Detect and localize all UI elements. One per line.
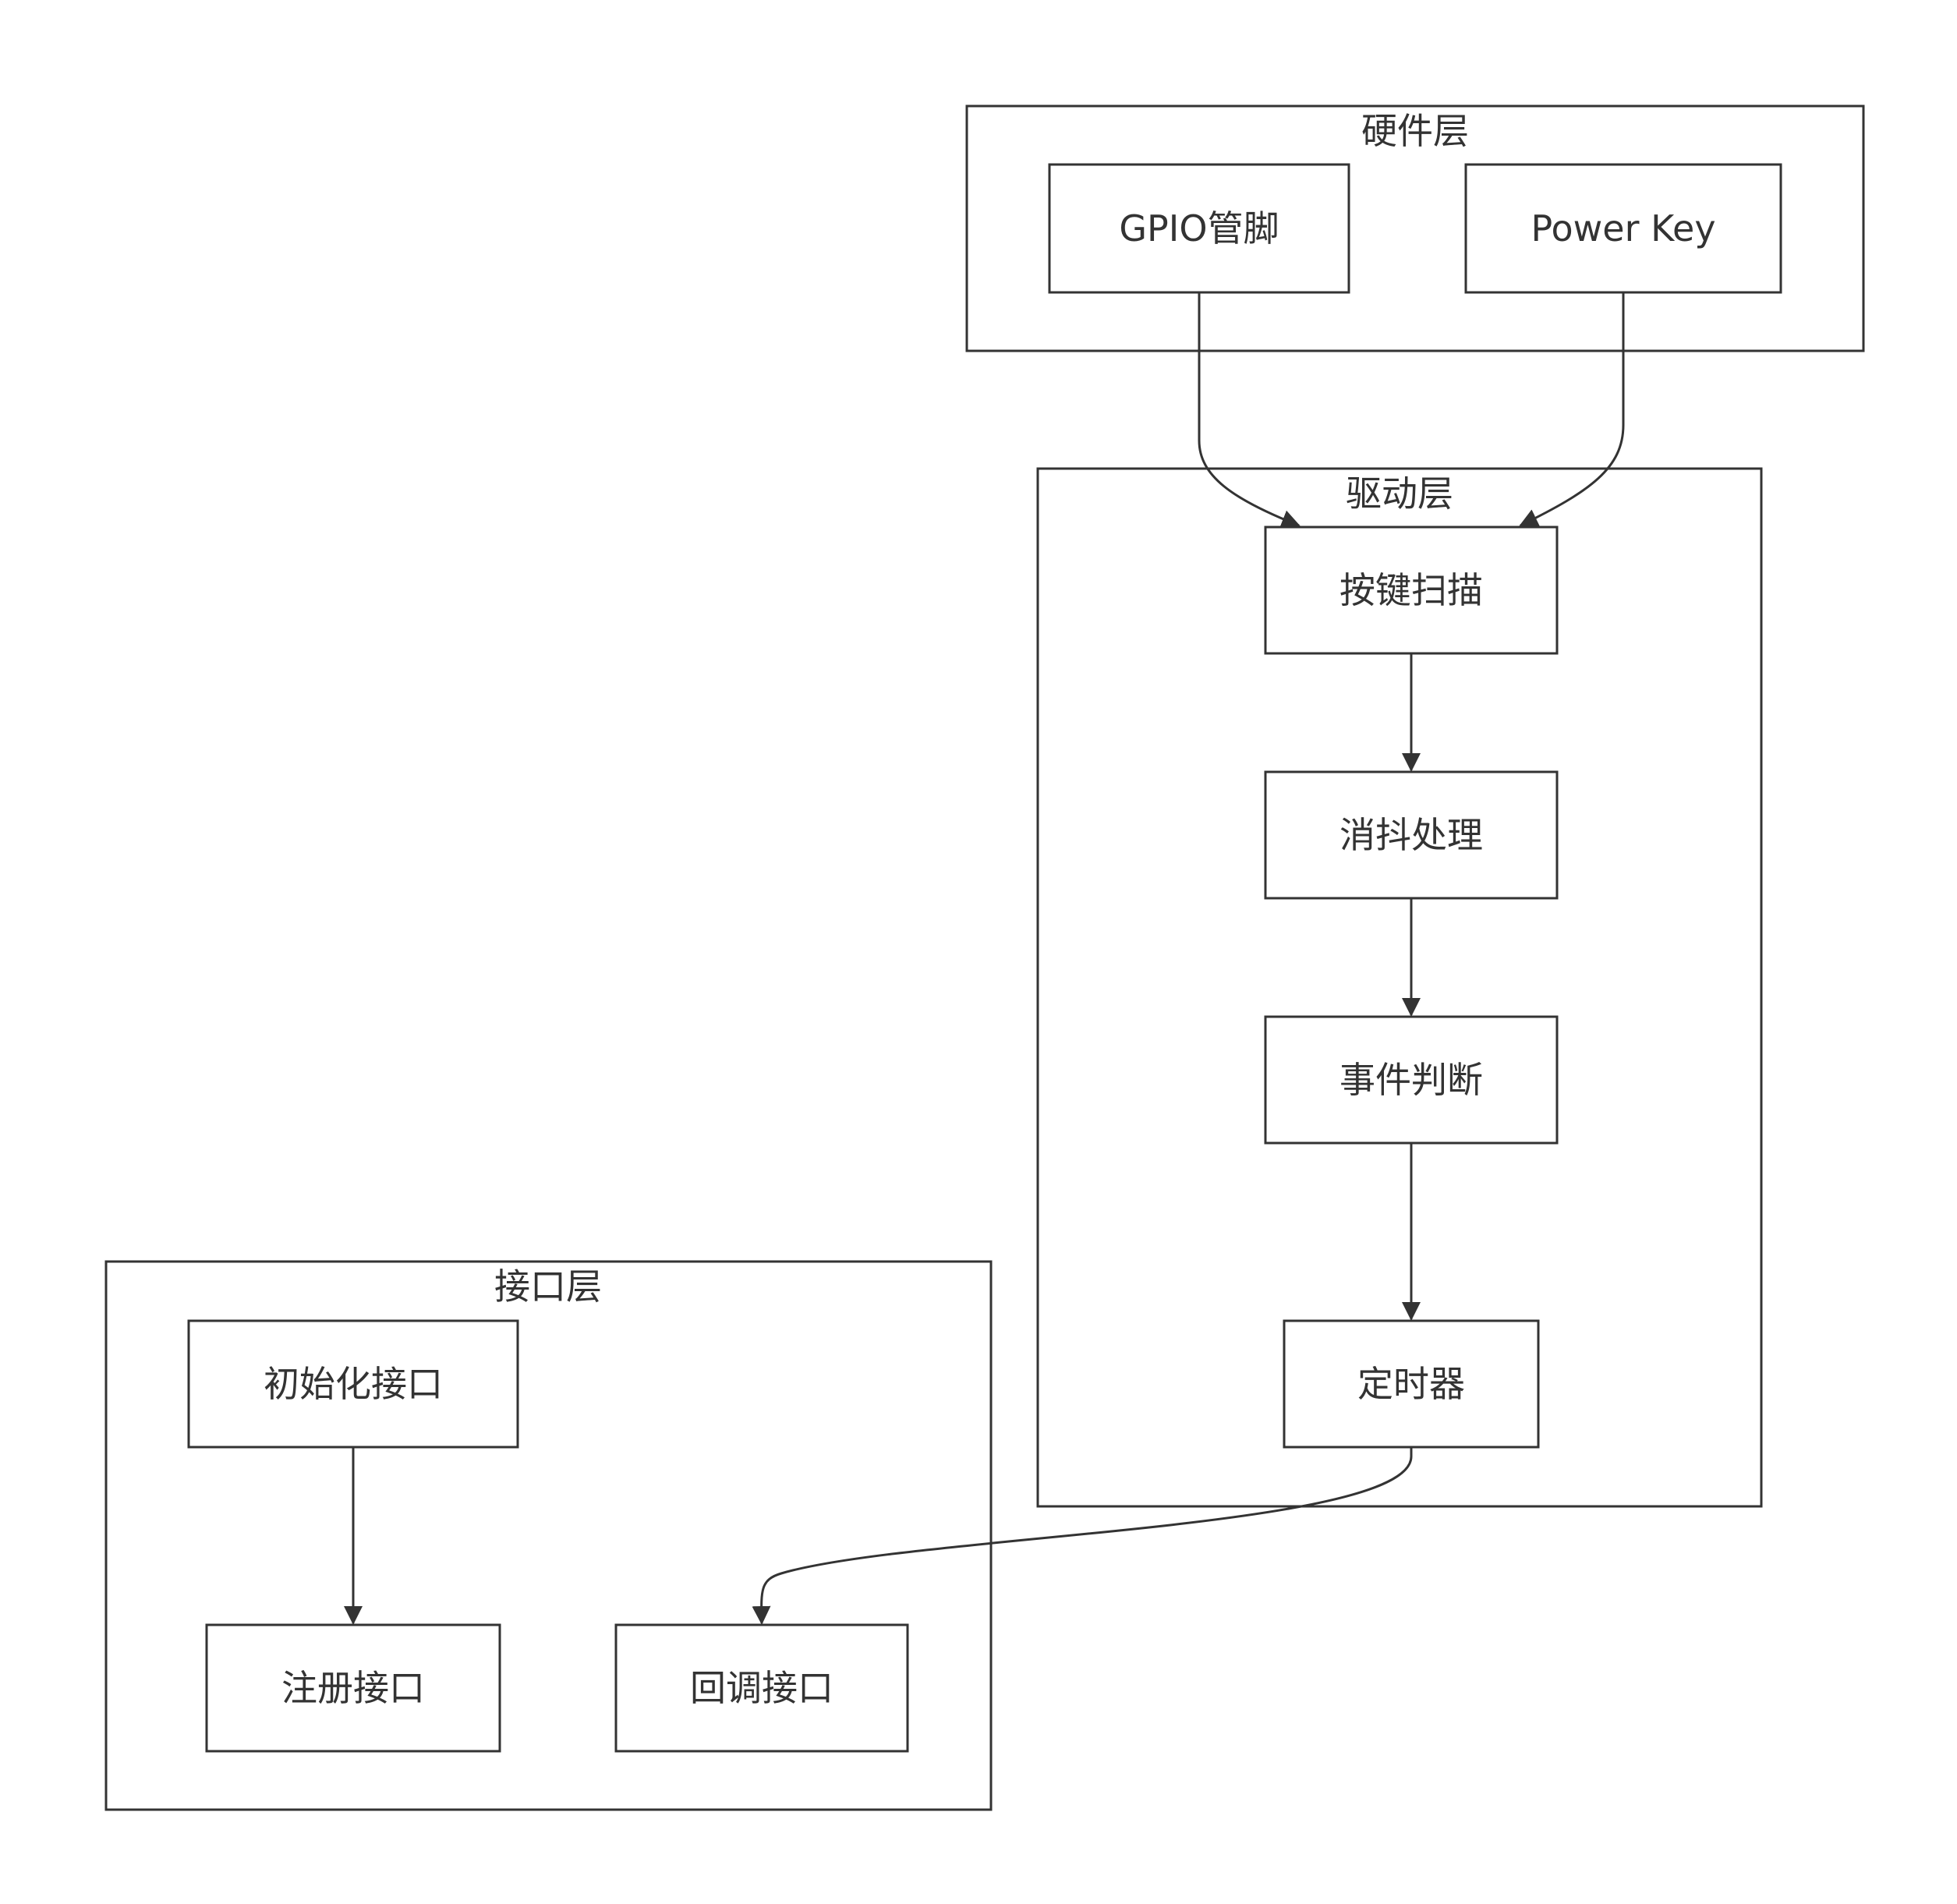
edge-timer-to-callback — [752, 1447, 1413, 1625]
node-gpio: GPIO管脚 — [1048, 163, 1350, 294]
edges — [344, 292, 1625, 1625]
node-key-scan-label: 按键扫描 — [1339, 569, 1483, 611]
node-callback-api-label: 回调接口 — [690, 1667, 833, 1709]
node-timer: 定时器 — [1283, 1319, 1540, 1449]
cluster-hardware-label: 硬件层 — [1361, 110, 1469, 152]
node-debounce-label: 消抖处理 — [1339, 814, 1483, 856]
node-gpio-label: GPIO管脚 — [1119, 207, 1279, 250]
cluster-interface-label: 接口层 — [494, 1265, 602, 1308]
node-init-api-label: 初始化接口 — [264, 1363, 443, 1405]
node-register-api-label: 注册接口 — [281, 1667, 425, 1709]
node-callback-api: 回调接口 — [614, 1623, 909, 1753]
node-key-scan: 按键扫描 — [1264, 526, 1559, 655]
edge-gpio-to-key-scan — [1198, 292, 1301, 529]
node-register-api: 注册接口 — [205, 1623, 501, 1753]
node-power-key: Power Key — [1464, 163, 1782, 294]
node-timer-label: 定时器 — [1357, 1363, 1465, 1405]
node-init-api: 初始化接口 — [187, 1319, 519, 1449]
node-debounce: 消抖处理 — [1264, 770, 1559, 900]
node-power-key-label: Power Key — [1531, 207, 1715, 250]
node-event: 事件判断 — [1264, 1015, 1559, 1145]
cluster-driver-label: 驱动层 — [1346, 472, 1453, 515]
edge-power-key-to-key-scan — [1519, 292, 1625, 527]
node-event-label: 事件判断 — [1339, 1059, 1483, 1101]
